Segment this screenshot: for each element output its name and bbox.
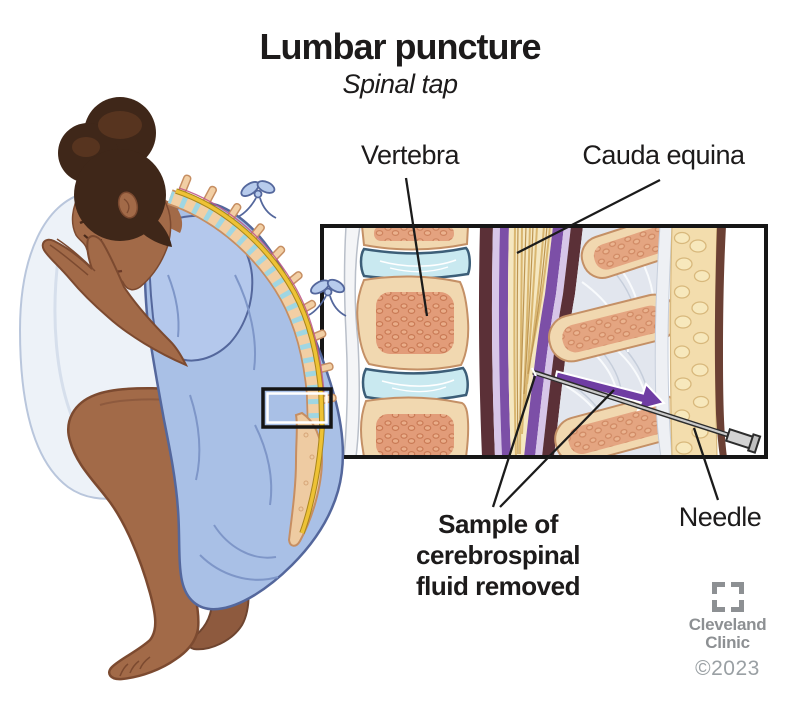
credit-block: Cleveland Clinic ©2023 [656,582,799,681]
gown-tie-bow-upper [237,180,277,219]
anterior-ligament [343,227,361,456]
skin-layers [654,227,727,456]
toe-lines [119,656,151,677]
sacrum [287,411,324,547]
label-vertebra: Vertebra [360,140,460,170]
label-sample-csf: Sample of cerebrospinal fluid removed [415,509,581,601]
person-figure [18,97,347,681]
credit-brand: Cleveland Clinic [688,615,767,652]
label-needle: Needle [678,502,762,532]
ear [117,191,139,219]
label-cauda-equina: Cauda equina [582,140,745,170]
page-title: Lumbar puncture [259,26,541,67]
inset-figure [320,224,768,459]
credit-year: ©2023 [695,657,760,680]
spine-graphic [167,174,337,547]
finger-lines [49,238,96,276]
page-subtitle: Spinal tap [342,69,458,99]
gown-tie-bow-lower [308,278,347,317]
inset-cross-section [320,224,768,459]
needle-graphic [531,367,762,454]
cleveland-clinic-logo-icon [711,582,744,612]
